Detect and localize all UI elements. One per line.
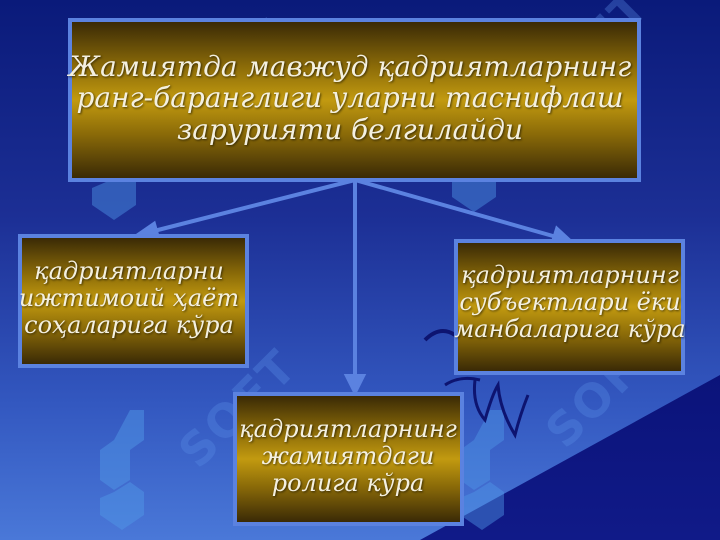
watermark-logo-icon [460,410,504,530]
right-line-1: қадриятларнинг [461,261,679,289]
main-concept-box [68,18,641,182]
left-line-1: қадриятларни [34,257,224,285]
category-box-subjects-sources [454,239,685,375]
category-text-subjects-sources: қадриятларнинг субъектлари ёки манбалари… [440,262,700,343]
calligraphy-ornament-icon [423,329,530,439]
right-line-2: субъектлари ёки [459,287,681,316]
bottom-line-3: ролига кўра [271,468,425,497]
category-text-social-spheres: қадриятларни ижтимоий ҳаёт соҳаларига кў… [4,258,254,339]
main-line-3: зарурияти белгилайди [176,112,524,146]
main-line-2: ранг-баранглиги уларни таснифлаш [76,81,624,115]
bottom-line-2: жамиятдаги [261,441,435,470]
main-concept-text: Жамиятда мавжуд қадриятларнинг ранг-бара… [30,51,670,145]
category-box-role-in-society [233,392,464,526]
main-line-1: Жамиятда мавжуд қадриятларнинг [68,50,632,83]
left-line-3: соҳаларига кўра [24,310,234,339]
category-text-role-in-society: қадриятларнинг жамиятдаги ролига кўра [220,416,476,497]
left-line-2: ижтимоий ҳаёт [18,283,240,312]
bottom-line-1: қадриятларнинг [239,415,457,443]
watermark-logo-icon [100,410,144,530]
right-line-3: манбаларига кўра [454,314,686,343]
category-box-social-spheres [18,234,249,368]
